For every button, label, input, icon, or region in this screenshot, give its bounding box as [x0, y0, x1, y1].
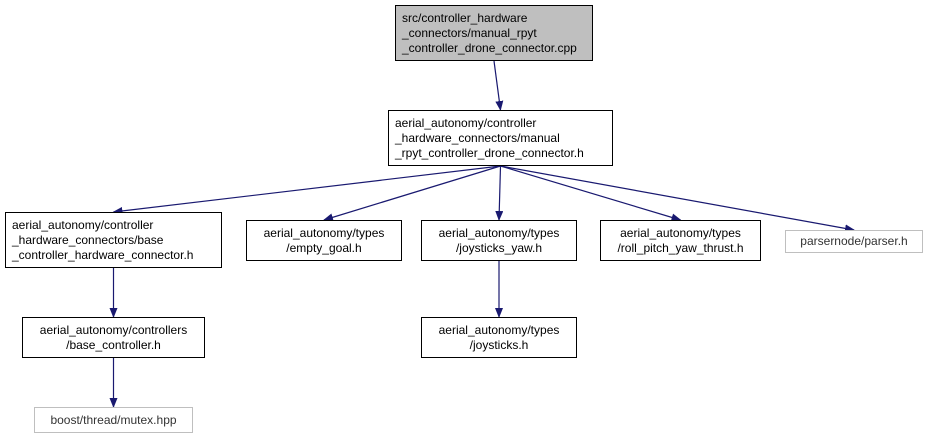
node-boost-mutex[interactable]: boost/thread/mutex.hpp — [34, 407, 193, 433]
node-roll-pitch-yaw-thrust[interactable]: aerial_autonomy/types /roll_pitch_yaw_th… — [600, 220, 761, 261]
edge-main_header-to-joysticks_yaw — [495, 165, 504, 221]
edge-main_header-to-roll_pitch_yaw_thrust — [500, 165, 682, 222]
node-joysticks-yaw[interactable]: aerial_autonomy/types /joysticks_yaw.h — [421, 220, 577, 261]
node-base-controller[interactable]: aerial_autonomy/controllers /base_contro… — [22, 317, 205, 358]
node-root-source-file[interactable]: src/controller_hardware _connectors/manu… — [395, 5, 593, 61]
node-empty-goal[interactable]: aerial_autonomy/types /empty_goal.h — [246, 220, 402, 261]
node-parser[interactable]: parsernode/parser.h — [785, 230, 923, 253]
edge-main_header-to-empty_goal — [323, 165, 501, 222]
node-base-controller-hardware-connector[interactable]: aerial_autonomy/controller _hardware_con… — [5, 212, 222, 268]
edge-root-to-main_header — [493, 60, 504, 111]
edge-main_header-to-parser — [500, 165, 855, 233]
edge-main_header-to-base_connector — [112, 165, 501, 215]
node-manual-rpyt-connector-header[interactable]: aerial_autonomy/controller _hardware_con… — [388, 110, 613, 166]
node-joysticks[interactable]: aerial_autonomy/types /joysticks.h — [421, 317, 577, 358]
